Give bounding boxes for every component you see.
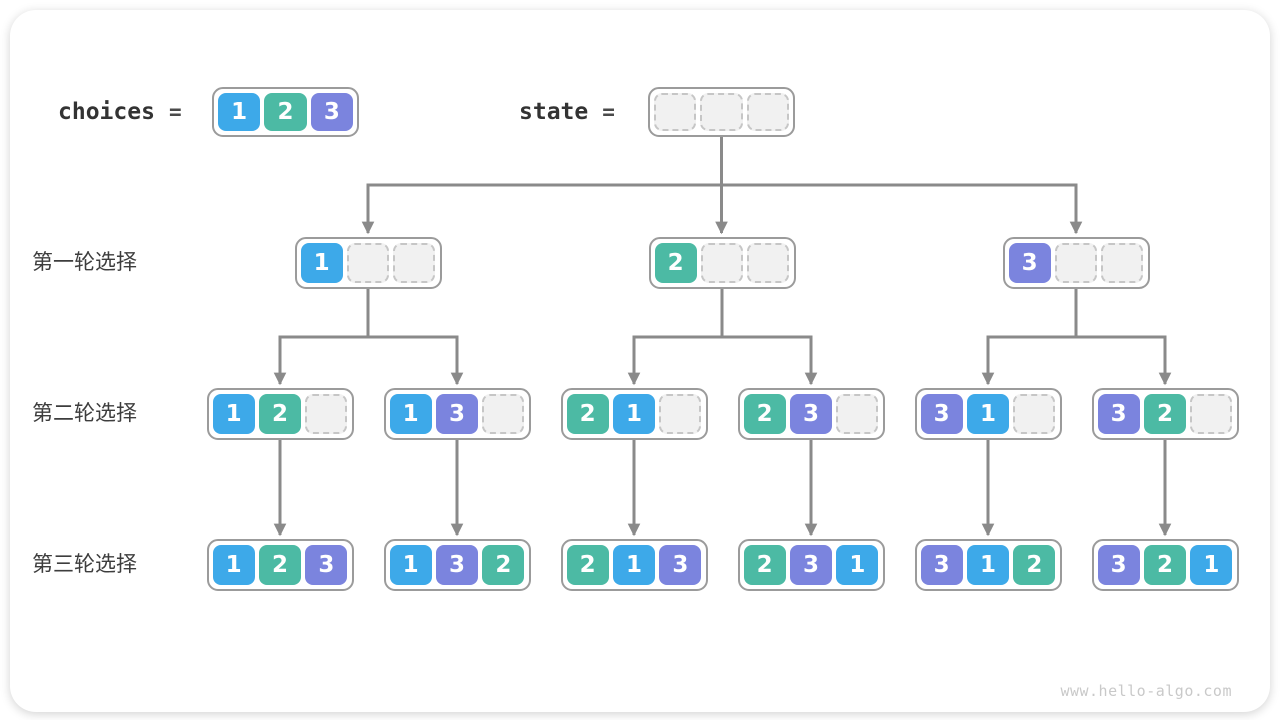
cell-empty xyxy=(659,394,702,434)
cell-3: 3 xyxy=(310,93,353,131)
choices-equals-sign: = xyxy=(168,100,182,124)
row-label-round-2: 第二轮选择 xyxy=(32,402,137,425)
cell-empty xyxy=(700,243,744,283)
cell-3: 3 xyxy=(659,545,702,585)
cell-1: 1 xyxy=(966,545,1010,585)
choices-label: choices xyxy=(58,99,155,125)
state-equals-sign: = xyxy=(602,100,615,124)
cell-1: 1 xyxy=(836,545,879,585)
cell-2: 2 xyxy=(1143,545,1187,585)
cell-3: 3 xyxy=(789,394,833,434)
cell-1: 1 xyxy=(966,394,1010,434)
cell-1: 1 xyxy=(612,545,656,585)
state-node-r1-3: 3 xyxy=(1002,237,1150,289)
cell-1: 1 xyxy=(212,545,255,585)
cell-2: 2 xyxy=(264,93,307,131)
cell-empty xyxy=(1013,394,1056,434)
row-label-round-3: 第三轮选择 xyxy=(32,553,137,576)
cell-2: 2 xyxy=(743,545,786,585)
cell-2: 2 xyxy=(1013,545,1056,585)
cell-2: 2 xyxy=(566,394,609,434)
cell-3: 3 xyxy=(435,394,479,434)
cell-empty xyxy=(393,243,436,283)
row-label-round-1: 第一轮选择 xyxy=(32,251,137,274)
cell-empty xyxy=(1101,243,1144,283)
cell-3: 3 xyxy=(435,545,479,585)
cell-2: 2 xyxy=(258,394,302,434)
cell-empty xyxy=(1054,243,1098,283)
cell-1: 1 xyxy=(218,93,261,131)
cell-3: 3 xyxy=(789,545,833,585)
cell-empty xyxy=(305,394,348,434)
state-node-r1-2: 2 xyxy=(648,237,796,289)
cell-3: 3 xyxy=(920,394,963,434)
cell-3: 3 xyxy=(1097,545,1140,585)
cell-1: 1 xyxy=(300,243,343,283)
cell-3: 3 xyxy=(305,545,348,585)
cell-3: 3 xyxy=(920,545,963,585)
watermark: www.hello-algo.com xyxy=(1060,682,1232,700)
cell-1: 1 xyxy=(1190,545,1233,585)
cell-empty xyxy=(1190,394,1233,434)
cell-1: 1 xyxy=(212,394,255,434)
cell-empty xyxy=(346,243,390,283)
cell-empty xyxy=(700,93,743,131)
cell-1: 1 xyxy=(389,394,432,434)
cell-2: 2 xyxy=(566,545,609,585)
state-node-r1-1: 1 xyxy=(294,237,442,289)
cell-empty xyxy=(654,93,697,131)
state-header: state = xyxy=(519,87,615,137)
cell-2: 2 xyxy=(743,394,786,434)
choices-header: choices = xyxy=(58,87,182,137)
cell-empty xyxy=(747,243,790,283)
cell-empty xyxy=(482,394,525,434)
cell-1: 1 xyxy=(612,394,656,434)
cell-3: 3 xyxy=(1008,243,1051,283)
state-array xyxy=(648,87,795,137)
cell-2: 2 xyxy=(1143,394,1187,434)
cell-1: 1 xyxy=(389,545,432,585)
cell-empty xyxy=(746,93,789,131)
cell-empty xyxy=(836,394,879,434)
cell-2: 2 xyxy=(654,243,697,283)
cell-3: 3 xyxy=(1097,394,1140,434)
cell-2: 2 xyxy=(482,545,525,585)
state-label: state xyxy=(519,99,589,125)
cell-2: 2 xyxy=(258,545,302,585)
